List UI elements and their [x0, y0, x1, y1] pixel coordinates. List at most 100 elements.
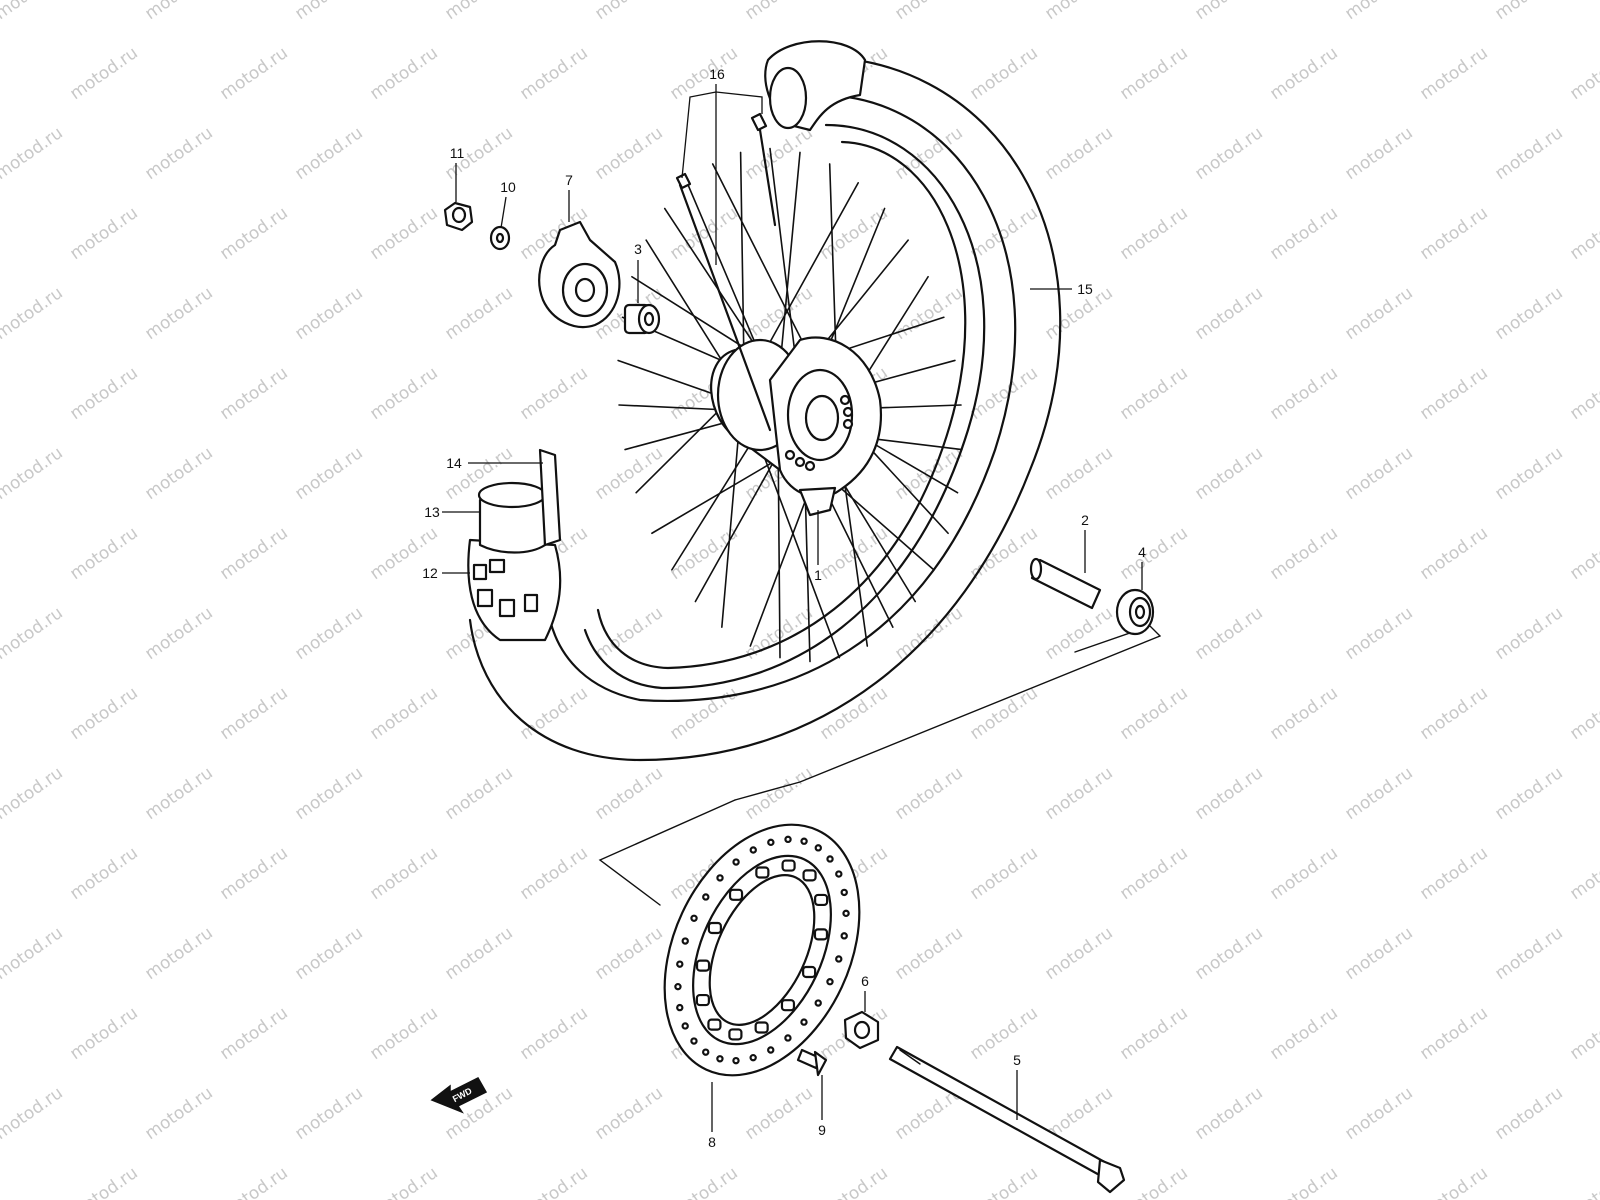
watermark-text: motod.ru	[1116, 1163, 1191, 1200]
watermark-text: motod.ru	[891, 923, 966, 984]
watermark-text: motod.ru	[1491, 1083, 1566, 1144]
callout-11: 11	[450, 145, 465, 161]
watermark-text: motod.ru	[216, 1163, 291, 1200]
axle-part-5	[888, 1045, 1126, 1194]
watermark-text: motod.ru	[1041, 123, 1116, 184]
watermark-text: motod.ru	[1566, 843, 1600, 904]
watermark-text: motod.ru	[0, 1083, 67, 1144]
hub-part-1	[710, 336, 882, 517]
watermark-text: motod.ru	[966, 43, 1041, 104]
forward-arrow-icon: FWD	[430, 1077, 488, 1114]
disc-vent-hole	[800, 837, 808, 845]
watermark-text: motod.ru	[1191, 443, 1266, 504]
callout-9: 9	[818, 1122, 826, 1138]
watermark-text: motod.ru	[1416, 1163, 1491, 1200]
clamp-part-14	[538, 448, 562, 547]
watermark-text: motod.ru	[441, 0, 516, 24]
disc-hole	[802, 965, 817, 979]
watermark-text: motod.ru	[141, 443, 216, 504]
watermark-text: motod.ru	[1566, 203, 1600, 264]
disc-bolt-part-9	[796, 1048, 828, 1077]
watermark-text: motod.ru	[0, 283, 67, 344]
disc-hole	[728, 888, 744, 901]
watermark-text: motod.ru	[891, 763, 966, 824]
watermark-text: motod.ru	[0, 443, 67, 504]
watermark-text: motod.ru	[1566, 1163, 1600, 1200]
watermark-text: motod.ru	[366, 683, 441, 744]
watermark-text: motod.ru	[891, 443, 966, 504]
watermark-text: motod.ru	[966, 1003, 1041, 1064]
watermark-text: motod.ru	[816, 1163, 891, 1200]
watermark-text: motod.ru	[1566, 1003, 1600, 1064]
disc-vent-hole	[749, 1053, 757, 1062]
watermark-text: motod.ru	[141, 123, 216, 184]
watermark-text: motod.ru	[1416, 683, 1491, 744]
disc-hole	[781, 859, 796, 872]
disc-vent-hole	[767, 838, 775, 847]
watermark-text: motod.ru	[1266, 203, 1341, 264]
callout-15: 15	[1077, 281, 1093, 297]
disc-vent-hole	[826, 855, 834, 863]
callout-8: 8	[708, 1134, 716, 1150]
watermark-text: motod.ru	[1491, 923, 1566, 984]
disc-hole	[707, 921, 722, 935]
watermark-text: motod.ru	[66, 683, 141, 744]
watermark-text: motod.ru	[291, 123, 366, 184]
watermark-text: motod.ru	[666, 1163, 741, 1200]
watermark-text: motod.ru	[1566, 43, 1600, 104]
disc-vent-hole	[732, 858, 740, 866]
watermark-text: motod.ru	[1266, 683, 1341, 744]
rim-guard-top	[764, 40, 867, 132]
watermark-text: motod.ru	[441, 763, 516, 824]
watermark-text: motod.ru	[66, 363, 141, 424]
watermark-text: motod.ru	[1341, 123, 1416, 184]
watermark-text: motod.ru	[591, 763, 666, 824]
watermark-text: motod.ru	[1191, 0, 1266, 24]
watermark-text: motod.ru	[291, 1083, 366, 1144]
disc-vent-hole	[784, 835, 792, 844]
watermark-text: motod.ru	[666, 683, 741, 744]
watermark-text: motod.ru	[1341, 443, 1416, 504]
watermark-text: motod.ru	[66, 523, 141, 584]
brake-disc-part-8	[663, 823, 861, 1077]
watermark-text: motod.ru	[141, 1083, 216, 1144]
watermark-text: motod.ru	[741, 1083, 816, 1144]
watermark-text: motod.ru	[0, 763, 67, 824]
watermark-text: motod.ru	[966, 203, 1041, 264]
watermark-text: motod.ru	[516, 843, 591, 904]
watermark-text: motod.ru	[66, 843, 141, 904]
disc-hole	[755, 866, 770, 879]
watermark-text: motod.ru	[1191, 923, 1266, 984]
watermark-text: motod.ru	[1491, 763, 1566, 824]
watermark-text: motod.ru	[216, 203, 291, 264]
watermark-text: motod.ru	[1341, 0, 1416, 24]
nut-part-11	[443, 201, 474, 232]
watermark-text: motod.ru	[1416, 523, 1491, 584]
watermark-text: motod.ru	[891, 0, 966, 24]
watermark-text: motod.ru	[1041, 923, 1116, 984]
fork-guard-part-12	[467, 538, 562, 642]
disc-vent-hole	[814, 999, 822, 1007]
watermark-text: motod.ru	[666, 203, 741, 264]
watermark-text: motod.ru	[291, 603, 366, 664]
disc-hole	[780, 999, 796, 1012]
disc-vent-hole	[840, 888, 848, 897]
watermark-text: motod.ru	[1416, 843, 1491, 904]
disc-hole	[728, 1028, 743, 1041]
watermark-text: motod.ru	[1191, 1083, 1266, 1144]
watermark-text: motod.ru	[366, 843, 441, 904]
watermark-text: motod.ru	[1116, 1003, 1191, 1064]
watermark-text: motod.ru	[216, 843, 291, 904]
watermark-text: motod.ru	[216, 43, 291, 104]
watermark-text: motod.ru	[741, 123, 816, 184]
disc-vent-hole	[784, 1034, 792, 1042]
watermark-text: motod.ru	[1491, 0, 1566, 24]
disc-vent-hole	[690, 1037, 698, 1045]
watermark-text: motod.ru	[516, 683, 591, 744]
watermark-text: motod.ru	[1491, 123, 1566, 184]
watermark-text: motod.ru	[516, 43, 591, 104]
disc-vent-hole	[767, 1046, 775, 1054]
watermark-text: motod.ru	[141, 923, 216, 984]
watermark-text: motod.ru	[1041, 603, 1116, 664]
